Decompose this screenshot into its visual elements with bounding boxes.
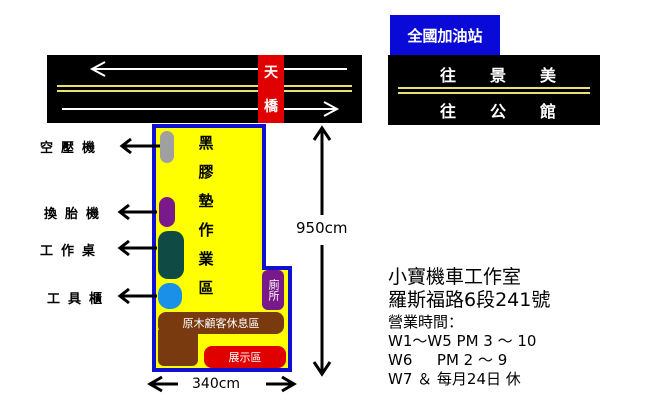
display-area: 展示區 (204, 346, 286, 368)
hours-title: 營業時間： (388, 313, 464, 331)
hours-sunday: W7 ＆ 每月24日 休 (388, 370, 521, 388)
shop-name: 小寶機車工作室 (388, 266, 522, 288)
work-area-char-3: 墊 (198, 192, 214, 210)
direction-jingmei: 往景美 (440, 66, 591, 85)
main-road (47, 55, 362, 123)
gas-station-badge: 全國加油站 (390, 15, 500, 55)
right-road-median (398, 87, 590, 94)
rubber-mat-work-area: 黑 膠 墊 作 業 區 (196, 132, 216, 298)
work-area-char-5: 業 (198, 250, 214, 268)
work-area-char-2: 膠 (198, 163, 214, 181)
right-road (388, 55, 600, 125)
work-area-char-4: 作 (198, 221, 214, 239)
restroom-label: 廁所 (267, 279, 280, 301)
work-area-char-6: 區 (198, 279, 214, 297)
restroom: 廁所 (262, 270, 284, 310)
label-tire-changer: 換胎機 (44, 207, 108, 222)
direction-gongguan: 往公館 (440, 102, 591, 121)
label-tool-cabinet: 工具櫃 (47, 292, 111, 307)
road-markings (57, 61, 352, 117)
dimension-width: 340cm (192, 376, 241, 392)
lounge-extension (158, 330, 198, 366)
bridge-char-1: 天 (264, 65, 278, 81)
label-air-compressor: 空壓機 (40, 141, 104, 156)
label-workbench: 工作桌 (40, 244, 104, 259)
overpass-bridge: 天 橋 (258, 55, 284, 123)
customer-lounge: 原木顧客休息區 (158, 312, 284, 334)
dimension-height: 950cm (296, 219, 348, 237)
hours-saturday: W6 PM 2 ～ 9 (388, 351, 508, 369)
bridge-char-2: 橋 (264, 99, 278, 115)
work-area-char-1: 黑 (198, 134, 214, 152)
hours-weekday: W1～W5 PM 3 ～ 10 (388, 332, 537, 350)
shop-address: 羅斯福路6段241號 (388, 289, 551, 311)
